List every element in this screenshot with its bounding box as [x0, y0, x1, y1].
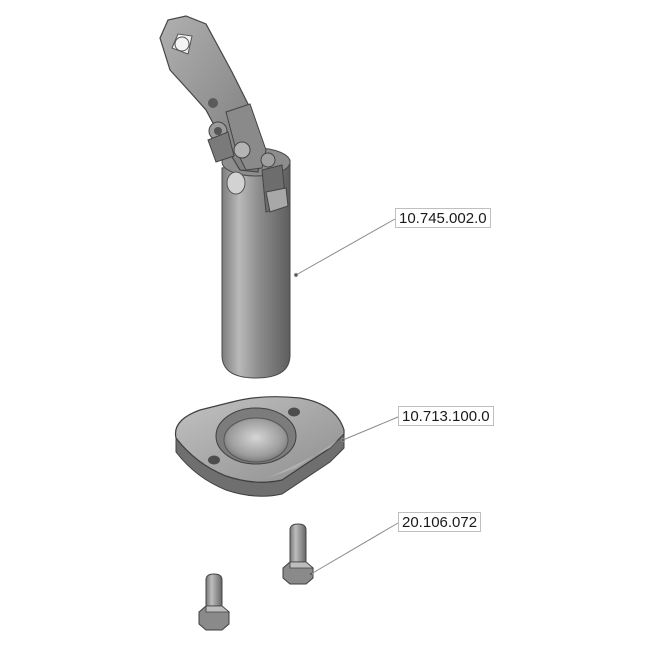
leader-line-3	[310, 522, 399, 575]
latch-cylinder-part	[159, 15, 291, 379]
part-number-label: 10.745.002.0	[395, 208, 491, 228]
flange-plate-part	[174, 396, 345, 497]
leader-dot-2	[340, 437, 346, 443]
leader-dot-1	[293, 272, 299, 278]
bolt-part-upper	[282, 523, 315, 585]
leader-lines	[293, 218, 399, 577]
part-number-label: 10.713.100.0	[398, 406, 494, 426]
leader-dot-3	[308, 571, 314, 577]
leader-line-1	[295, 218, 396, 276]
part-number-label: 20.106.072	[398, 512, 482, 532]
bolt-part-lower	[198, 573, 231, 631]
leader-line-2	[342, 416, 399, 441]
